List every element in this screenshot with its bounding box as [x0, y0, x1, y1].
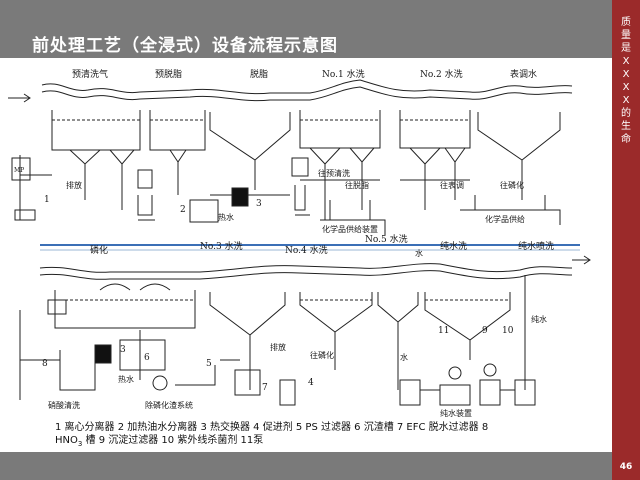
label-chem-supply: 化学品供给	[485, 214, 525, 224]
tank-rinse4	[299, 292, 373, 333]
stage-label-bottom: 纯水洗	[440, 240, 467, 252]
label-heat-water: 热水	[218, 212, 234, 222]
tank-rinse2	[399, 110, 471, 149]
slogan-char: X	[622, 82, 630, 93]
slogan-char: X	[622, 69, 630, 80]
stage-label-bottom: 纯水喷洗	[518, 240, 554, 252]
tank-degrease	[209, 112, 291, 161]
legend-line-2: HNO3 槽 9 沉淀过滤器 10 紫外线杀菌剂 11泵	[55, 435, 264, 448]
centrifuge-1	[11, 157, 31, 181]
tank-phosphate	[54, 290, 196, 329]
label-to-prewash: 往预清洗	[318, 168, 350, 178]
page-number: 46	[619, 462, 633, 472]
label-to-surface: 往表调	[440, 180, 464, 190]
page-title: 前处理工艺（全浸式）设备流程示意图	[32, 36, 338, 56]
num-label: 3	[120, 345, 126, 355]
label-phosphate-sludge: 除磷化渣系统	[145, 400, 193, 410]
label-water: 水	[400, 352, 408, 362]
num-label: 9	[482, 326, 488, 336]
tank-prewash	[51, 110, 141, 151]
legend-line-1: 1 离心分离器 2 加热油水分离器 3 热交换器 4 促进剂 5 PS 过滤器 …	[55, 422, 489, 433]
label-discharge: 排放	[270, 342, 286, 352]
legend-caption: 1 离心分离器 2 加热油水分离器 3 热交换器 4 促进剂 5 PS 过滤器 …	[55, 421, 575, 451]
header-bar	[0, 0, 612, 58]
label-pure-water-device: 纯水装置	[440, 408, 472, 418]
tank-rinse1	[299, 110, 381, 149]
footer-bar	[0, 452, 612, 480]
stage-label-bottom: No.3 水洗	[200, 240, 243, 252]
slogan-char: 量	[621, 30, 631, 41]
slogan-vertical: 质 量 是 X X X X 的 生 命	[612, 16, 640, 146]
slogan-char: X	[622, 95, 630, 106]
tank-rinse5	[377, 292, 419, 323]
stage-label-top: 预清洗气	[72, 68, 108, 80]
label-to-phosphate: 往磷化	[500, 180, 524, 190]
num-label: 4	[308, 378, 314, 388]
label-water-top: 水	[415, 248, 423, 258]
num-label: 11	[438, 326, 449, 336]
label-chem-supply: 化学品供给装置	[322, 224, 378, 234]
label-pure-water: 纯水	[531, 314, 547, 324]
num-label: 7	[262, 383, 268, 393]
stage-label-top: 表调水	[510, 68, 537, 80]
stage-label-bottom: No.5 水洗	[365, 233, 408, 245]
heat-exchanger-3	[231, 187, 249, 207]
conveyor-top	[41, 79, 573, 95]
num-label: 8	[42, 359, 48, 369]
slogan-char: X	[622, 56, 630, 67]
sidebar-bar: 质 量 是 X X X X 的 生 命	[612, 0, 640, 480]
label-to-degrease: 往脱脂	[345, 180, 369, 190]
stage-label-bottom: No.4 水洗	[285, 244, 328, 256]
stage-label-top: 预脱脂	[155, 68, 182, 80]
num-label: 1	[44, 195, 50, 205]
num-label: 2	[180, 205, 186, 215]
stage-label-bottom: 磷化	[90, 244, 108, 256]
label-heat-water: 热水	[118, 374, 134, 384]
slogan-char: 是	[621, 43, 631, 54]
heat-exchanger-3b	[94, 344, 112, 364]
stage-label-top: No.2 水洗	[420, 68, 463, 80]
tank-rinse3	[209, 292, 286, 336]
label-mp: MP	[14, 167, 24, 174]
slogan-char: 生	[621, 121, 631, 132]
num-label: 10	[502, 326, 514, 336]
label-to-phosphate: 往磷化	[310, 350, 334, 360]
label-nitric-wash: 硝酸清洗	[48, 400, 80, 410]
oil-water-separator-2	[189, 199, 219, 223]
num-label: 6	[144, 353, 150, 363]
slogan-char: 质	[621, 17, 631, 28]
process-flow-diagram: 预清洗气 预脱脂 脱脂 No.1 水洗 No.2 水洗 表调水 MP 排放 热水…	[8, 68, 591, 418]
slogan-char: 命	[621, 134, 631, 145]
tank-surface	[477, 112, 561, 161]
stage-label-top: No.1 水洗	[322, 68, 365, 80]
conveyor-bottom	[39, 263, 573, 273]
label-discharge: 排放	[66, 180, 82, 190]
tank-predegrease	[149, 110, 206, 151]
num-label: 3	[256, 199, 262, 209]
num-label: 5	[206, 359, 212, 369]
stage-label-top: 脱脂	[250, 68, 268, 80]
slogan-char: 的	[621, 108, 631, 119]
